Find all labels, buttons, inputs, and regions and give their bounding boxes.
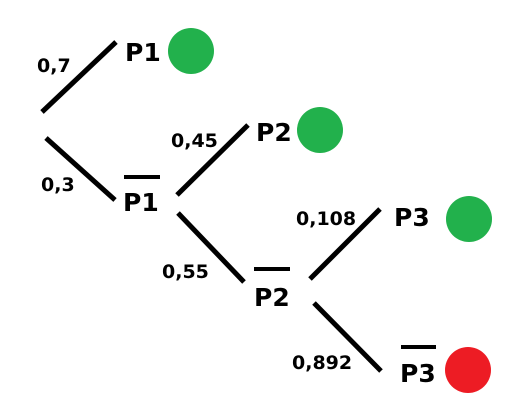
node-p2: P2: [256, 118, 292, 147]
prob-label-not-p2-p3: 0,108: [296, 208, 356, 230]
success-circle-icon: [446, 196, 492, 242]
branch-not-p1-to-p2: [175, 123, 250, 197]
branch-not-p2-to-p3: [308, 207, 382, 281]
branch-root-to-not-p1: [44, 136, 117, 202]
prob-label-root-not-p1: 0,3: [41, 174, 75, 196]
prob-label-not-p1-p2: 0,45: [171, 130, 218, 152]
node-label: P3: [400, 359, 436, 388]
failure-circle-icon: [445, 347, 491, 393]
branch-root-to-p1: [40, 40, 118, 114]
branch-not-p1-to-not-p2: [176, 211, 246, 284]
branch-not-p2-to-not-p3: [312, 301, 383, 373]
prob-label-root-p1: 0,7: [37, 55, 71, 77]
node-label: P2: [254, 283, 290, 312]
success-circle-icon: [297, 107, 343, 153]
success-circle-icon: [168, 28, 214, 74]
prob-label-not-p1-not-p2: 0,55: [162, 261, 209, 283]
prob-label-not-p2-not-p3: 0,892: [292, 352, 352, 374]
node-p3: P3: [394, 203, 430, 232]
node-not-p1: P1: [123, 175, 160, 217]
node-not-p2: P2: [254, 267, 290, 312]
node-label: P1: [123, 188, 159, 217]
node-not-p3: P3: [400, 345, 436, 388]
node-p1: P1: [125, 38, 161, 67]
